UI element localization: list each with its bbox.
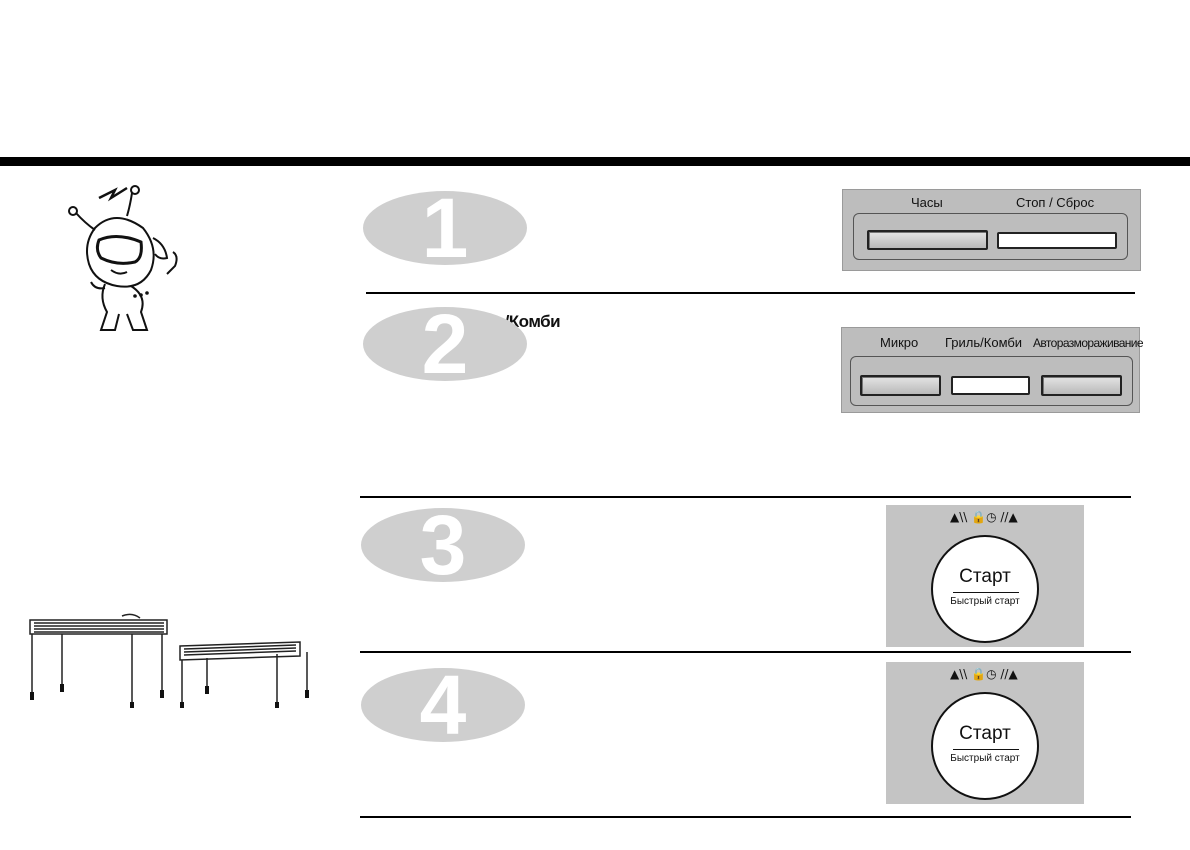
quick-start-label: Быстрый старт [950,753,1020,764]
clock-button[interactable] [867,230,988,250]
step-1-badge-shape [363,191,527,265]
grill-combi-button[interactable] [951,376,1030,395]
step-separator [360,496,1131,498]
start-panel: ▲\\ 🔒◷ //▲ Старт Быстрый старт [886,505,1084,647]
step-2-number-visible: 2 [421,297,469,391]
header-rule [0,157,1190,166]
step-4-number: 4 [419,658,467,752]
start-label: Старт [959,566,1011,587]
step-3-number: 3 [419,498,467,592]
mode-frame [850,356,1133,406]
step-1-number: 1 [421,181,469,275]
lock-clock-indicator: ▲\\ 🔒◷ //▲ [950,510,1018,524]
start-button[interactable]: Старт Быстрый старт [931,535,1039,643]
step-separator [366,292,1135,294]
step-2-badge: 1 2 [362,297,528,391]
grill-racks-illustration [29,613,309,708]
start-divider [953,749,1019,750]
stop-reset-button[interactable] [997,232,1117,249]
clock-label: Часы [911,195,943,210]
step-3-badge-shape [361,508,525,582]
step-1-badge: 1 [362,181,528,275]
step-2-badge-shape [363,307,527,381]
start-panel: ▲\\ 🔒◷ //▲ Старт Быстрый старт [886,662,1084,804]
clock-stop-panel: Часы Стоп / Сброс [842,189,1141,271]
grill-combi-label: Гриль/Комби [945,335,1023,350]
stop-reset-label: Стоп / Сброс [1016,195,1095,210]
quick-start-label: Быстрый старт [950,596,1020,607]
start-label: Старт [959,723,1011,744]
step-4-badge: 4 [360,658,526,752]
start-divider [953,592,1019,593]
step-3-badge: 3 [360,498,526,592]
clock-stop-frame [853,213,1128,260]
step-separator [360,816,1131,818]
start-button[interactable]: Старт Быстрый старт [931,692,1039,800]
mascot-illustration [68,185,178,331]
auto-defrost-button[interactable] [1041,375,1122,396]
mode-panel: Микро Гриль/Комби Авторазмораживание [841,327,1144,413]
auto-defrost-label: Авторазмораживание [1033,336,1144,350]
lock-clock-indicator: ▲\\ 🔒◷ //▲ [950,667,1018,681]
micro-label: Микро [880,335,919,350]
step-4-badge-shape [361,668,525,742]
step-separator [360,651,1131,653]
micro-button[interactable] [860,375,941,396]
